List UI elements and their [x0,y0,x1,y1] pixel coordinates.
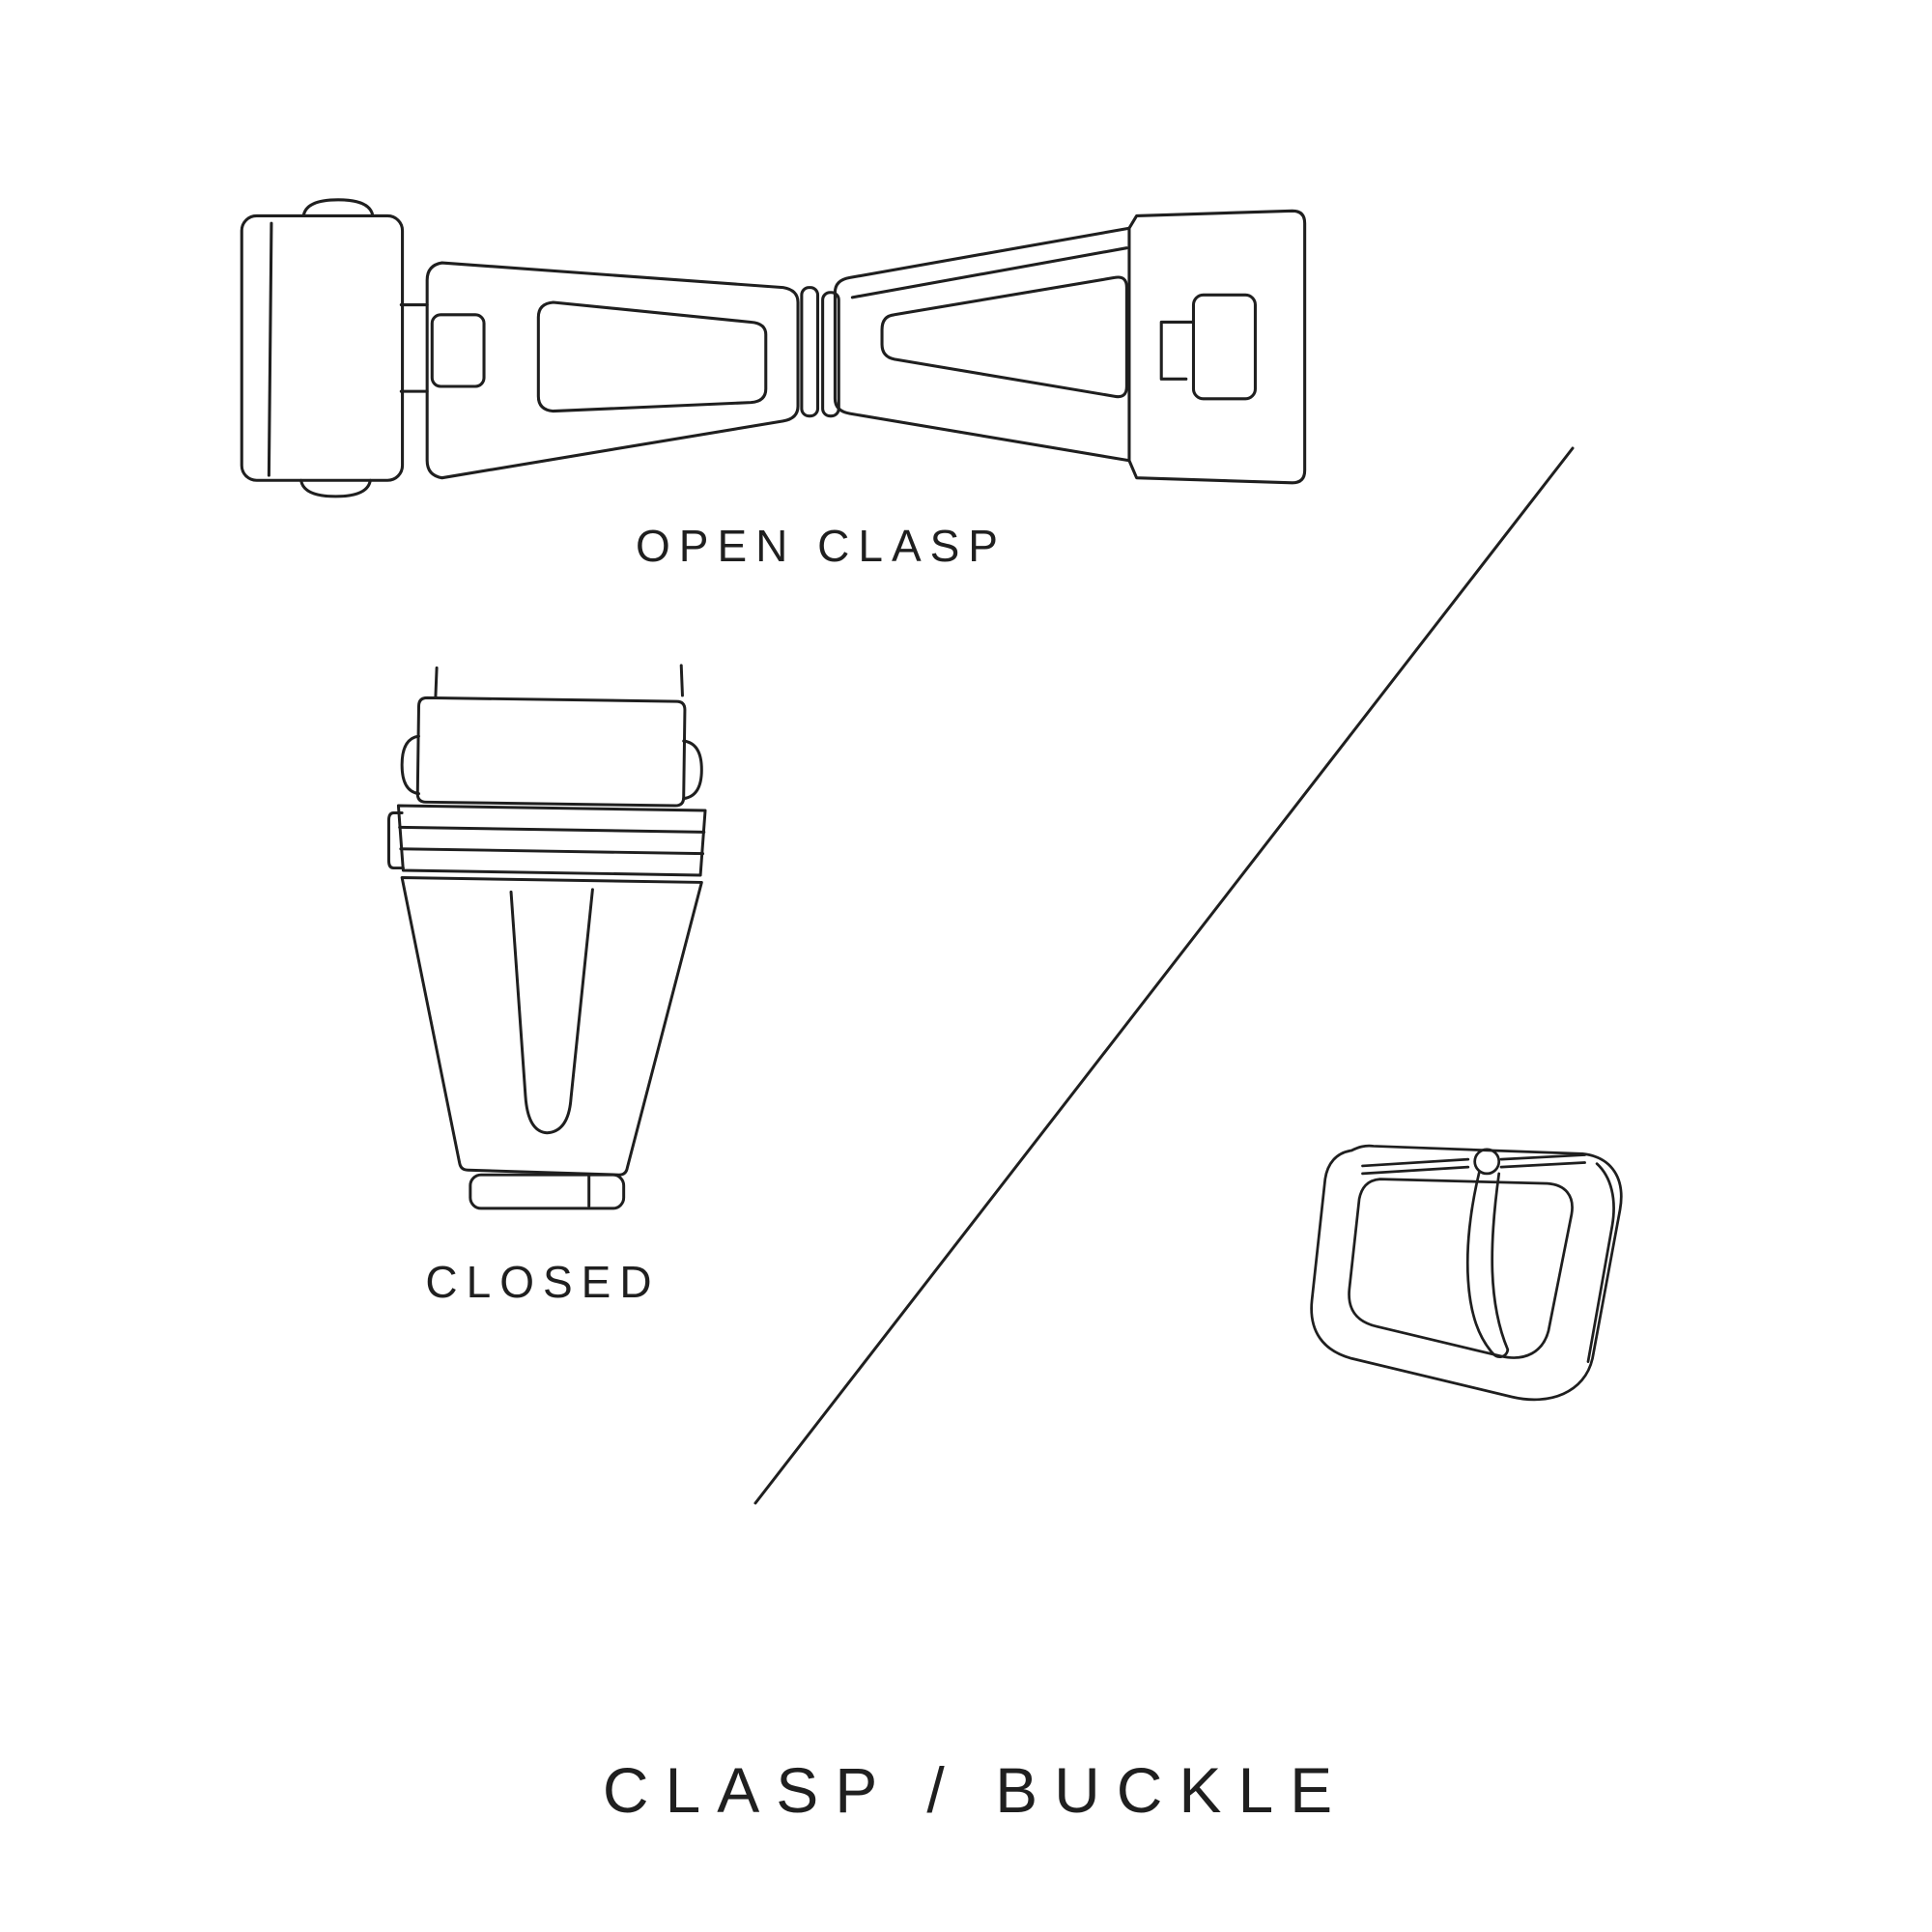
open-clasp-illustration [240,198,1307,498]
right-arm [833,209,1307,485]
crossbar-and-pin [1361,1148,1586,1358]
fold-band [386,804,707,877]
closed-clasp-label: CLOSED [425,1257,661,1307]
open-clasp-label: OPEN CLASP [636,521,1007,571]
top-block [400,696,703,808]
fold-over-block [240,198,405,498]
clasp-body [400,875,703,1177]
center-hinge [800,286,840,418]
divider-line [753,446,1575,1505]
buckle-illustration [1310,1144,1623,1402]
page-title: CLASP / BUCKLE [602,1754,1350,1826]
closed-clasp-illustration [386,664,707,1210]
prongs [434,664,684,699]
buckle-frame [1310,1144,1623,1402]
left-arm [399,261,800,480]
foot [469,1173,626,1210]
